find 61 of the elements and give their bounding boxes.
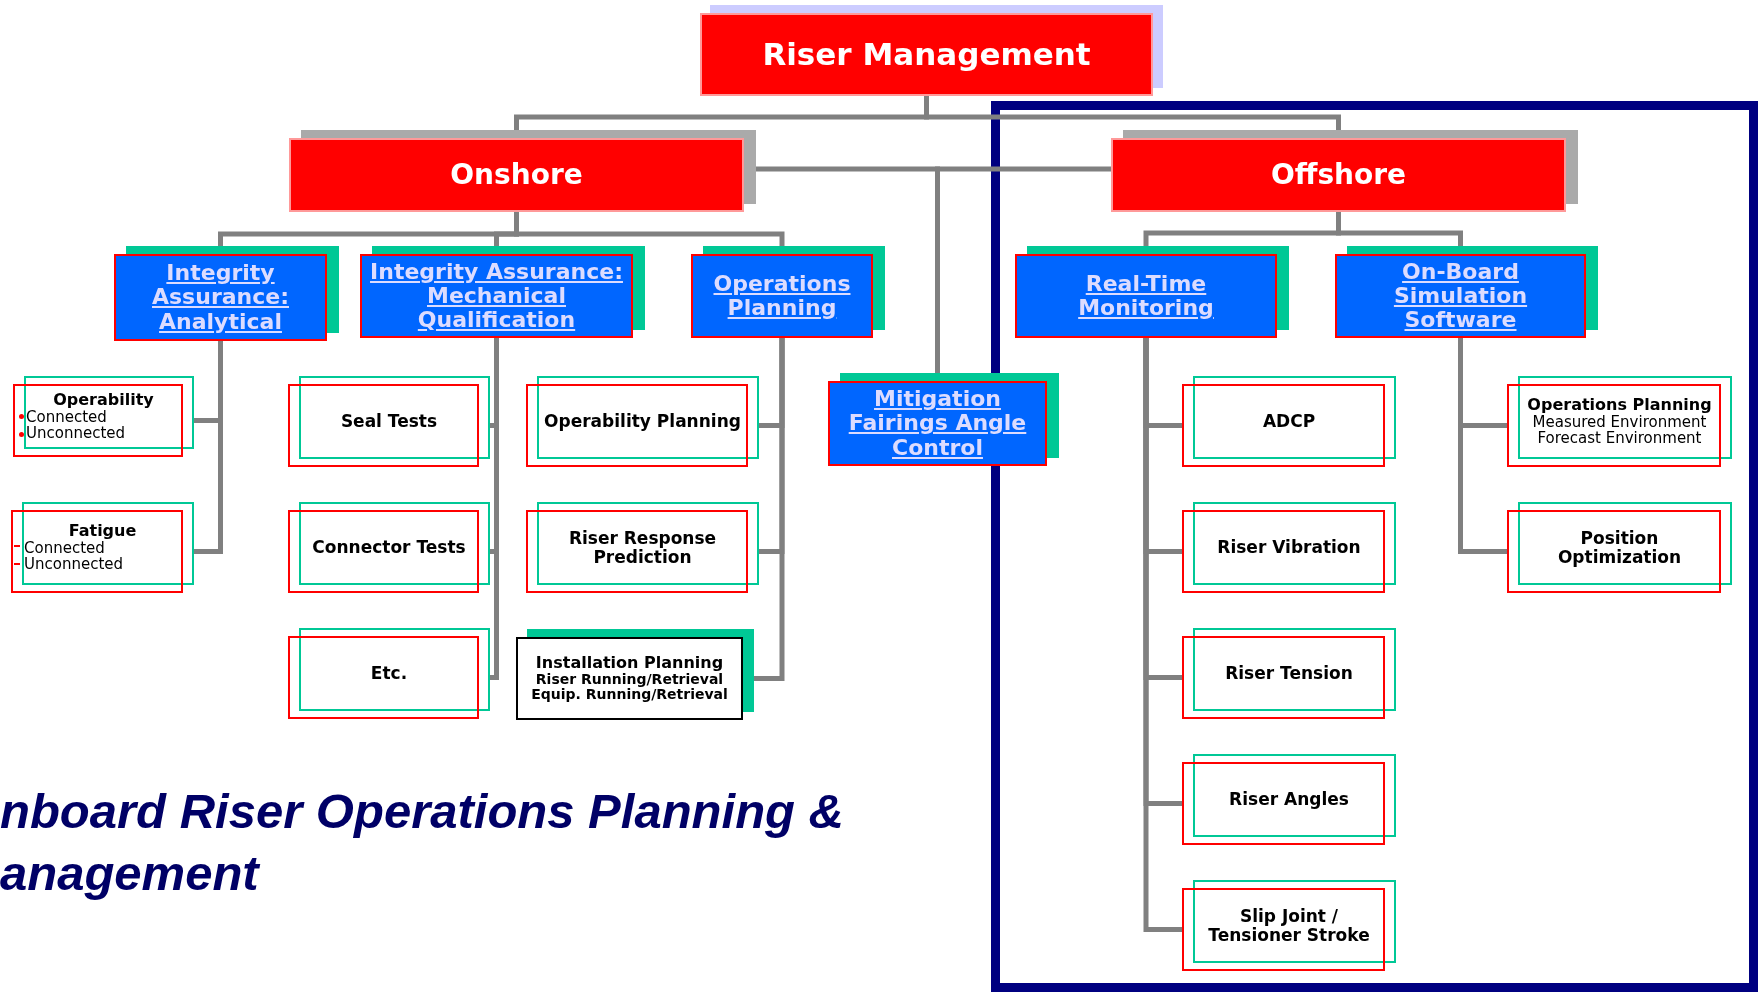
- item-box: [526, 376, 759, 467]
- box-title: Real-Time Monitoring: [1077, 271, 1215, 321]
- item-detail: Measured Environment: [1532, 413, 1707, 431]
- item-box: [1507, 376, 1732, 467]
- topic-box: [1335, 246, 1598, 338]
- item-title: Fatigue: [68, 522, 137, 540]
- slide-title: nboard Riser Operations Planning & anagement: [0, 783, 845, 902]
- item-title: Riser Tension: [1225, 664, 1353, 683]
- item-detail: Unconnected: [26, 425, 126, 442]
- topic-box: [691, 246, 885, 338]
- item-title: Seal Tests: [340, 412, 438, 431]
- item-box: [1507, 502, 1732, 593]
- box-title: Onshore: [450, 159, 583, 191]
- item-box: [1182, 376, 1396, 467]
- item-title: Position Optimization: [1556, 528, 1683, 567]
- box-title: On-Board Simulation Software: [1392, 259, 1529, 333]
- item-title: Connector Tests: [312, 538, 466, 557]
- item-title: Operability: [53, 391, 154, 409]
- item-box: [1182, 754, 1396, 845]
- connector-line: [924, 96, 1341, 130]
- item-detail: Riser Running/Retrieval: [535, 671, 724, 688]
- box-title: Riser Management: [762, 37, 1091, 72]
- item-title: Slip Joint / Tensioner Stroke: [1207, 906, 1371, 945]
- item-title: Riser Angles: [1229, 790, 1349, 809]
- category-box: [289, 130, 756, 212]
- box-title: Mitigation Fairings Angle Control: [847, 387, 1028, 460]
- item-box: [516, 629, 754, 720]
- item-title: Etc.: [370, 664, 408, 683]
- item-title: Operations Planning: [1527, 396, 1712, 414]
- item-box: [288, 502, 490, 593]
- item-box: [1182, 628, 1396, 719]
- item-title: Installation Planning: [535, 654, 724, 672]
- item-detail: Connected: [26, 408, 107, 426]
- item-title: Riser Vibration: [1217, 538, 1361, 557]
- root-box: [700, 5, 1163, 96]
- item-title: ADCP: [1262, 412, 1316, 431]
- connector-line: [754, 338, 785, 681]
- topic-box: [114, 246, 339, 341]
- item-detail: Unconnected: [24, 556, 124, 573]
- item-title: Operability Planning: [544, 412, 741, 431]
- item-box: [288, 376, 490, 467]
- topic-box: [1015, 246, 1289, 338]
- item-title: Riser Response Prediction: [567, 528, 718, 567]
- item-box: [11, 502, 194, 593]
- item-box: [1182, 502, 1396, 593]
- topic-box: [360, 246, 645, 338]
- item-box: [526, 502, 759, 593]
- item-box: [288, 628, 490, 719]
- topic-box: [828, 373, 1059, 466]
- category-box: [1111, 130, 1578, 212]
- connector-line: [1336, 212, 1463, 246]
- item-box: [1182, 880, 1396, 971]
- item-detail: Equip. Running/Retrieval: [531, 687, 728, 703]
- box-title: Integrity Assurance: Analytical: [151, 261, 290, 334]
- box-title: Offshore: [1270, 159, 1407, 191]
- box-title: Integrity Assurance: Mechanical Qualification: [369, 259, 624, 333]
- item-detail: Connected: [24, 539, 105, 557]
- item-box: [13, 376, 194, 457]
- box-title: Operations Planning: [712, 271, 852, 321]
- connector-line: [935, 166, 1111, 373]
- item-detail: Forecast Environment: [1537, 430, 1702, 447]
